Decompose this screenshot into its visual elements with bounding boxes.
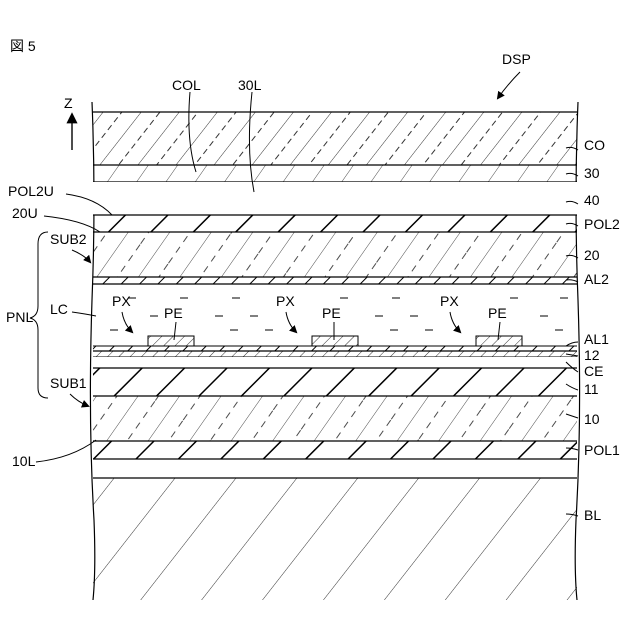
pe-label: PE [164,305,183,321]
layer-40-label: 40 [584,192,600,208]
lc-label: LC [50,301,68,317]
layer-10-label: 10 [584,411,600,427]
30l-label: 30L [238,77,262,93]
layer-10 [93,396,577,441]
pe-electrode [476,336,522,346]
sub2-arrow [72,250,90,262]
lc-leader [72,312,96,316]
pe-electrode [312,336,358,346]
sub2-label: SUB2 [50,231,87,247]
layer-pol1 [93,441,577,459]
layer-30-label: 30 [584,165,600,181]
px-arrow [450,312,460,332]
layer-bl-label: BL [584,507,601,523]
pe-electrode [148,336,194,346]
px-label: PX [276,293,295,309]
layer-ce-label: CE [584,363,603,379]
layer-bl [93,478,577,600]
layer-20-label: 20 [584,247,600,263]
layer-12-label: 12 [584,347,600,363]
layer-11-label: 11 [584,381,599,397]
layer-al2-label: AL2 [584,271,609,287]
layer-pol1-label: POL1 [584,442,620,458]
sub1-label: SUB1 [50,375,87,391]
px-arrow [286,312,296,332]
20u-leader [44,216,100,232]
layer-pol2-label: POL2 [584,216,620,232]
z-axis-label: Z [64,95,73,111]
pe-label: PE [488,305,507,321]
20u-label: 20U [12,205,38,221]
layer-40 [93,182,577,215]
figure-title: 図 5 [10,38,36,54]
layer-pol2 [93,215,577,232]
layer-al2 [93,277,577,284]
pnl-label: PNL [6,309,33,325]
px-label: PX [112,293,131,309]
layer-11 [93,368,577,396]
layer-ce [93,357,577,368]
dsp-label: DSP [502,51,531,67]
layer-30 [93,165,577,182]
10l-leader [36,440,96,462]
layer-12 [93,351,577,357]
col-label: COL [172,77,201,93]
layer-al1-label: AL1 [584,331,609,347]
pol2u-label: POL2U [8,183,54,199]
layer-al1 [93,346,577,351]
layer-20 [93,232,577,277]
dsp-arrow [498,72,520,98]
pe-label: PE [322,305,341,321]
10l-label: 10L [12,453,36,469]
layer-co [93,112,577,165]
layer-co-label: CO [584,137,605,153]
px-label: PX [440,293,459,309]
sub1-arrow [70,394,88,406]
px-arrow [122,312,132,332]
